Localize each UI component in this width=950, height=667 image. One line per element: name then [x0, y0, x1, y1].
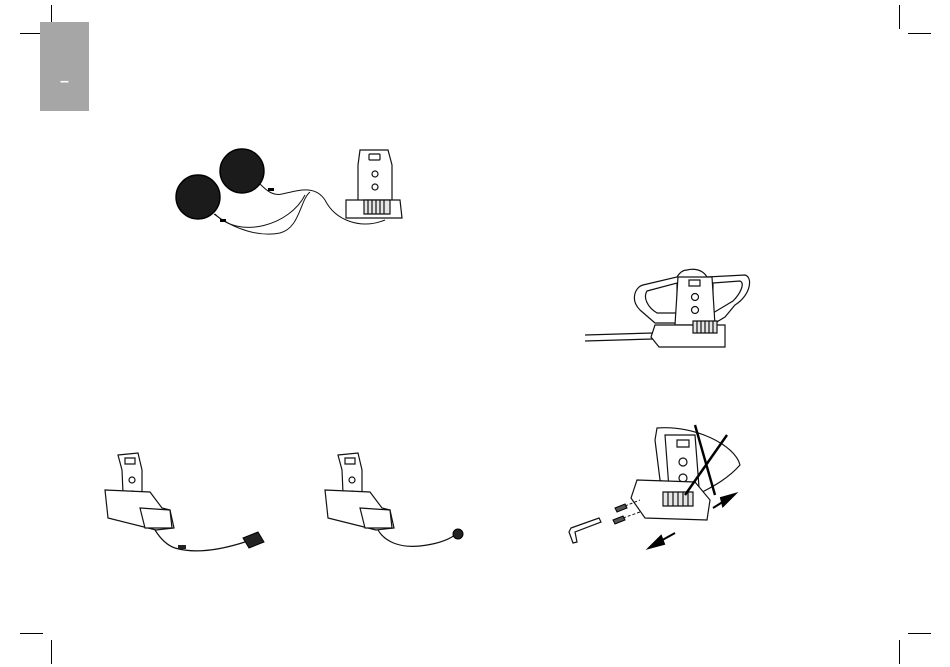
crop-mark-tr-v [899, 5, 900, 29]
crop-mark-br-h [908, 633, 931, 634]
clamp-mount-icon [346, 150, 402, 218]
crop-mark-tr-h [908, 33, 931, 34]
wired-mic-illustration [320, 450, 480, 555]
speaker-icon [176, 175, 220, 219]
screw-icon [613, 504, 627, 524]
hex-key-icon [569, 518, 601, 543]
button-mic-icon [453, 529, 463, 539]
clamp-mount-illustration [585, 265, 755, 355]
clamp-removal-illustration [565, 420, 750, 560]
speakers-mount-illustration [150, 140, 420, 245]
crop-mark-br-v [899, 640, 900, 664]
crop-mark-bl-v [51, 640, 52, 664]
section-tab: – [40, 22, 89, 111]
microphone-icon [243, 532, 264, 548]
section-tab-label: – [40, 74, 89, 90]
boom-mic-illustration [100, 450, 270, 565]
speaker-icon [220, 149, 264, 193]
crop-mark-bl-h [20, 633, 43, 634]
